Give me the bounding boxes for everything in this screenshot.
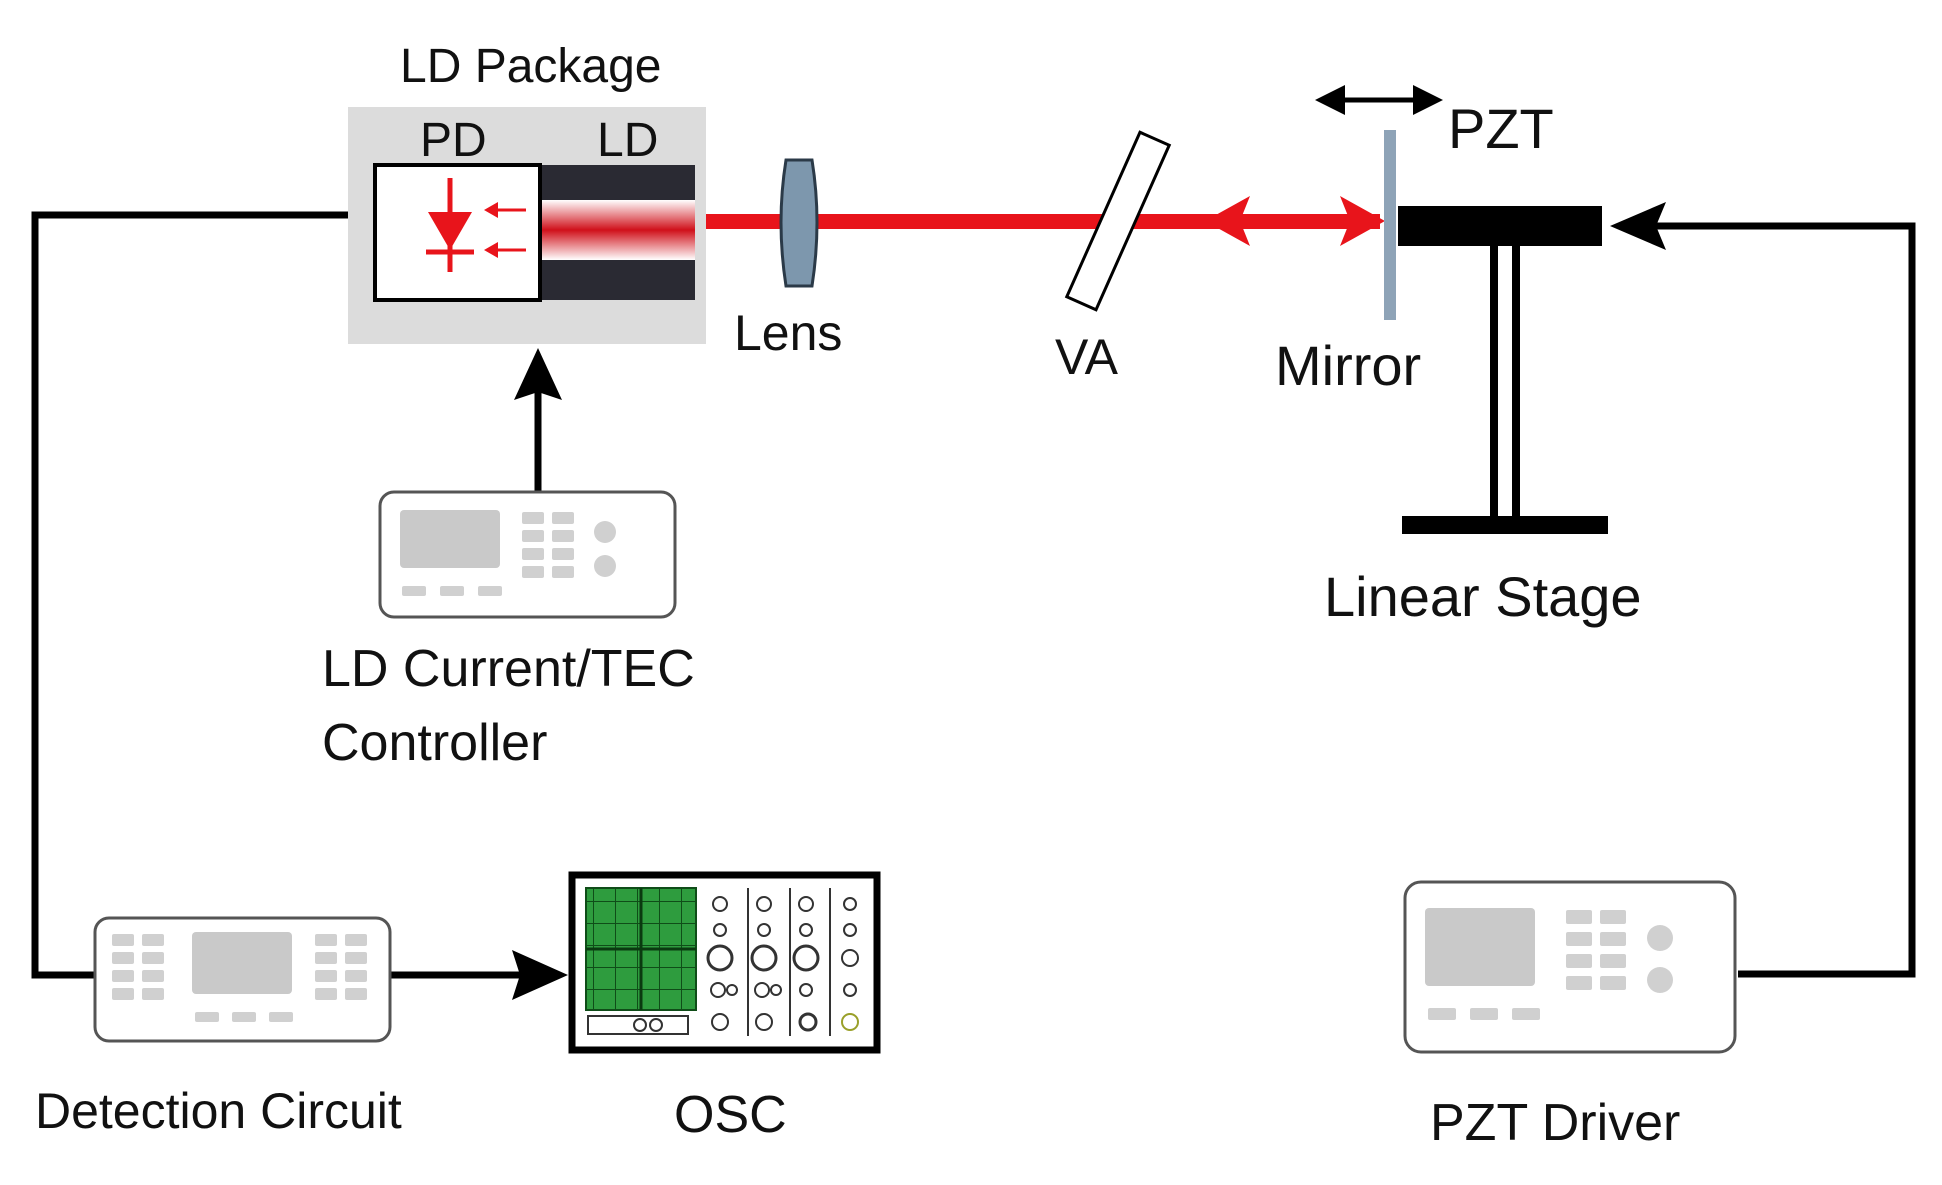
label-pd: PD bbox=[420, 114, 487, 167]
pzt-motion-arrow-icon bbox=[1315, 85, 1443, 115]
laser-beam bbox=[690, 214, 1380, 229]
device-screen bbox=[1425, 908, 1535, 986]
wires bbox=[31, 211, 1916, 979]
double-arrow-icon bbox=[1205, 196, 1385, 246]
arrow-head-icon bbox=[512, 950, 568, 1000]
label-pzt: PZT bbox=[1448, 97, 1554, 160]
pzt-driver-device bbox=[1403, 880, 1737, 1054]
device-keypad bbox=[402, 512, 616, 596]
label-mirror: Mirror bbox=[1275, 334, 1421, 397]
detection-circuit-device bbox=[93, 916, 392, 1043]
lens bbox=[779, 158, 819, 288]
wire-package-to-detection bbox=[31, 211, 350, 979]
label-detection-circuit: Detection Circuit bbox=[35, 1083, 402, 1139]
device-screen bbox=[400, 510, 500, 568]
ld-controller-device bbox=[378, 490, 677, 619]
linear-stage bbox=[1402, 246, 1608, 534]
label-controller-line2: Controller bbox=[322, 714, 547, 772]
label-pzt-driver: PZT Driver bbox=[1430, 1094, 1680, 1152]
device-screen bbox=[192, 932, 292, 994]
device-keypad bbox=[112, 934, 367, 1022]
photodiode-icon bbox=[426, 178, 526, 272]
wire-driver-to-pzt bbox=[1640, 222, 1916, 978]
label-linear-stage: Linear Stage bbox=[1324, 565, 1642, 628]
mirror bbox=[1384, 130, 1396, 320]
ld-emission bbox=[540, 200, 695, 260]
label-ld: LD bbox=[597, 114, 658, 167]
oscilloscope-device bbox=[568, 871, 881, 1054]
label-osc: OSC bbox=[674, 1086, 787, 1144]
label-ld-package: LD Package bbox=[400, 40, 662, 93]
arrow-head-icon bbox=[1610, 202, 1666, 250]
variable-attenuator bbox=[1064, 130, 1172, 312]
label-lens: Lens bbox=[734, 305, 842, 361]
label-va: VA bbox=[1055, 329, 1119, 385]
arrow-head-icon bbox=[514, 348, 562, 400]
osc-controls bbox=[587, 888, 859, 1036]
device-keypad bbox=[1428, 910, 1673, 1020]
ld-package bbox=[348, 107, 706, 344]
label-controller-line1: LD Current/TEC bbox=[322, 640, 695, 698]
pzt-actuator bbox=[1398, 206, 1602, 246]
